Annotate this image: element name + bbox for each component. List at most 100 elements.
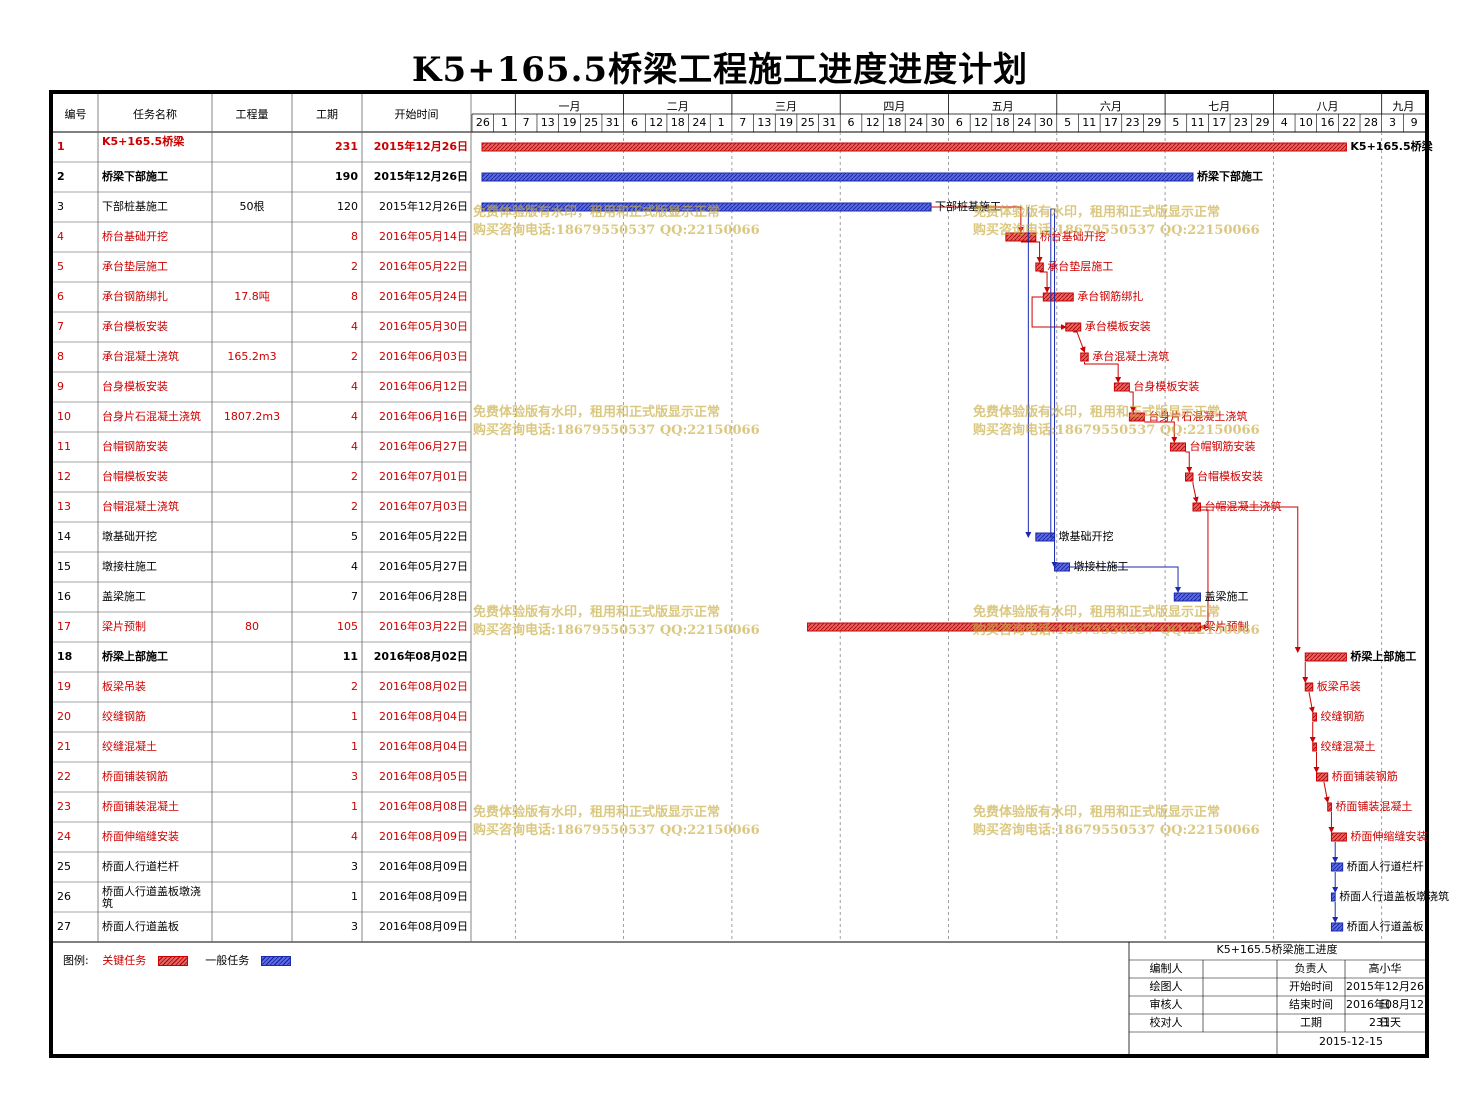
bar-label: 绞缝钢筋 [1320,710,1365,723]
task-start: 2016年08月09日 [379,860,468,873]
task-id: 10 [57,410,71,423]
task-duration: 1 [351,740,358,753]
task-quantity: 165.2m3 [227,350,277,363]
task-start: 2016年03月22日 [379,620,468,633]
month-label: 二月 [666,100,689,113]
gantt-bar [1054,562,1071,572]
column-header-2: 工程量 [235,108,269,121]
dependency-connector [1200,506,1301,653]
bar-label: 承台钢筋绑扎 [1077,290,1144,303]
day-tick-label: 18 [670,116,685,129]
task-start: 2016年05月22日 [379,530,468,543]
task-name: 梁片预制 [102,620,146,633]
task-start: 2016年06月12日 [379,380,468,393]
task-name: 桥面人行道盖板墩浇筑 [102,885,201,910]
task-id: 13 [57,500,71,513]
info-responsible-label: 负责人 [1294,962,1328,975]
day-tick-label: 5 [1064,116,1072,129]
gantt-bar [1312,712,1317,722]
gantt-bar [1330,862,1344,872]
gantt-bar [1304,682,1314,692]
day-tick-label: 18 [995,116,1010,129]
bar-label: 台帽钢筋安装 [1189,440,1256,453]
bar-label: 桥台基础开挖 [1039,230,1106,243]
day-tick-label: 24 [1017,116,1032,129]
task-duration: 4 [351,560,358,573]
gantt-bar [1185,472,1194,482]
dependency-connector [1050,208,1058,568]
bar-label: 台身片石混凝土浇筑 [1148,410,1248,423]
task-quantity: 50根 [239,200,265,213]
task-start: 2016年08月02日 [379,680,468,693]
task-duration: 11 [342,650,358,663]
task-start: 2016年06月28日 [379,590,468,603]
day-tick-label: 6 [847,116,855,129]
dependency-connector [1185,451,1193,473]
legend-label: 图例: [63,954,89,967]
task-id: 21 [57,740,71,753]
task-duration: 4 [351,440,358,453]
task-start: 2016年06月03日 [379,350,468,363]
gantt-bar [1315,772,1329,782]
task-name: 桥面铺装混凝土 [102,800,179,813]
day-tick-label: 28 [1363,116,1378,129]
task-name: 桥梁下部施工 [102,170,168,183]
bar-label: 台帽模板安装 [1196,470,1263,483]
task-start: 2016年08月09日 [379,830,468,843]
bar-label: 承台混凝土浇筑 [1092,350,1170,363]
day-tick-label: 12 [865,116,880,129]
day-tick-label: 16 [1320,116,1335,129]
gantt-bar [1330,922,1344,932]
day-tick-label: 25 [584,116,599,129]
task-duration: 1 [351,800,358,813]
gantt-bar [1304,652,1347,662]
task-id: 27 [57,920,71,933]
legend-normal-label: 一般任务 [205,954,250,967]
task-start: 2016年07月03日 [379,500,468,513]
task-duration: 5 [351,530,358,543]
day-tick-label: 7 [522,116,530,129]
day-tick-label: 17 [1103,116,1118,129]
day-tick-label: 18 [887,116,902,129]
gantt-bar [481,142,1347,152]
day-tick-label: 12 [973,116,988,129]
gantt-bar [1080,352,1089,362]
gantt-bar [1330,892,1336,902]
task-id: 26 [57,890,71,903]
month-label: 三月 [775,100,798,113]
task-id: 9 [57,380,64,393]
day-tick-label: 13 [757,116,772,129]
dependency-connector [1144,421,1178,443]
column-header-0: 编号 [64,108,87,121]
task-start: 2016年08月09日 [379,890,468,903]
task-id: 25 [57,860,71,873]
day-tick-label: 25 [800,116,815,129]
page-title: K5+165.5桥梁工程施工进度进度计划 [411,50,1029,90]
task-id: 5 [57,260,64,273]
bar-label: K5+165.5桥梁 [1350,140,1433,153]
task-duration: 8 [351,230,358,243]
task-start: 2015年12月26日 [373,170,468,183]
task-start: 2016年08月05日 [379,770,468,783]
task-name: 台身片石混凝土浇筑 [102,410,201,423]
bar-label: 墩基础开挖 [1058,530,1114,543]
info-start-label: 开始时间 [1289,980,1333,993]
gantt-bar [1173,592,1201,602]
month-label: 四月 [883,100,906,113]
day-tick-label: 6 [630,116,638,129]
gantt-grid [53,94,1425,1054]
task-id: 18 [57,650,73,663]
task-id: 2 [57,170,65,183]
task-name: 承台垫层施工 [102,260,168,273]
task-name: 桥梁上部施工 [102,650,168,663]
day-tick-label: 11 [1082,116,1097,129]
dependency-connector [1192,482,1199,503]
task-start: 2016年08月04日 [379,710,468,723]
task-duration: 4 [351,830,358,843]
task-duration: 105 [337,620,358,633]
task-start: 2016年08月04日 [379,740,468,753]
task-id: 11 [57,440,71,453]
task-name: 台帽模板安装 [102,470,168,483]
gantt-bar [1042,292,1074,302]
